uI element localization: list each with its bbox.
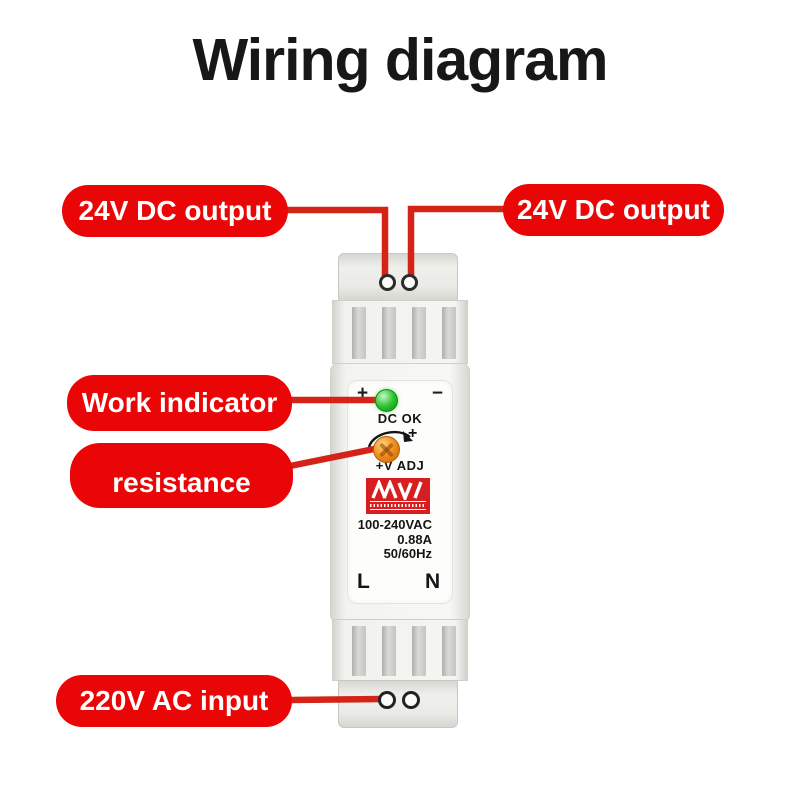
terminal-l-label: L <box>357 570 370 593</box>
dc-ok-label: DC OK <box>377 411 423 426</box>
callout-ac-input: 220V AC input <box>56 675 292 727</box>
fin-slot <box>442 307 456 359</box>
page-title: Wiring diagram <box>192 27 609 93</box>
dc-terminal-hole-right <box>400 274 418 291</box>
device-body: + − DC OK + +V ADJ 100 <box>330 363 470 623</box>
fin-slot <box>412 626 426 676</box>
v-adj-label: +V ADJ <box>375 458 425 473</box>
brand-logo <box>366 478 430 514</box>
polarity-plus-label: + <box>357 383 369 404</box>
power-supply-unit: + − DC OK + +V ADJ 100 <box>330 253 470 728</box>
polarity-minus-label: − <box>431 383 443 404</box>
callout-dc-output-right: 24V DC output <box>503 184 724 236</box>
rating-current: 0.88A <box>397 531 432 547</box>
terminal-n-label: N <box>425 570 441 593</box>
dc-output-terminal-block <box>338 253 458 301</box>
device-front-panel: + − DC OK + +V ADJ 100 <box>347 380 453 604</box>
ac-terminal-hole-left <box>378 691 396 709</box>
rating-frequency: 50/60Hz <box>383 546 432 561</box>
dc-ok-led-icon <box>375 389 398 412</box>
fin-slot <box>352 626 366 676</box>
voltage-adjust-knob-icon <box>373 436 400 463</box>
callout-work-indicator: Work indicator <box>67 375 292 431</box>
fin-slot <box>442 626 456 676</box>
zigzag-logo-icon <box>371 480 423 500</box>
fin-slot <box>352 307 366 359</box>
dc-terminal-hole-left <box>378 274 396 291</box>
ac-terminal-hole-right <box>402 691 420 709</box>
callout-dc-output-left: 24V DC output <box>62 185 288 237</box>
adjust-plus-label: + <box>408 425 418 442</box>
logo-microtext <box>370 501 426 510</box>
fin-slot <box>412 307 426 359</box>
heatsink-fins-top <box>332 300 468 364</box>
ac-input-terminal-block <box>338 680 458 728</box>
fin-slot <box>382 626 396 676</box>
fin-slot <box>382 307 396 359</box>
rating-voltage: 100-240VAC <box>357 517 432 532</box>
rotate-arrow-icon <box>367 430 413 448</box>
heatsink-fins-bottom <box>332 619 468 681</box>
callout-resistance: resistance <box>70 443 293 508</box>
ratings-text: 100-240VAC 0.88A 50/60Hz <box>357 517 432 562</box>
